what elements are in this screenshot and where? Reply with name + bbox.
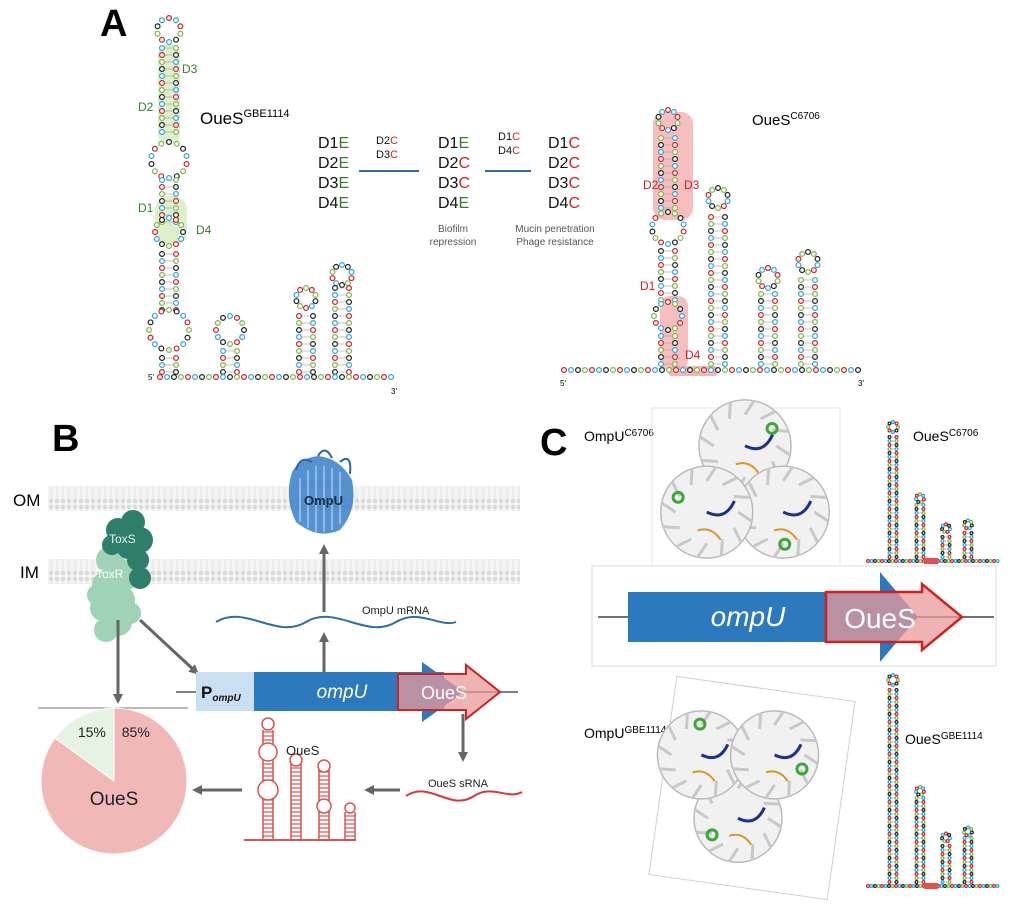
- ompu-gene-label: ompU: [317, 682, 368, 703]
- scheme-entry: D1E: [318, 135, 349, 152]
- phenotype-biofilm: Biofilm: [438, 224, 468, 235]
- right-five-prime: 5': [560, 379, 566, 388]
- panel-a-letter: A: [100, 3, 127, 45]
- oues-gene: [397, 662, 502, 722]
- pie-slice: [40, 707, 188, 855]
- pie-slice-label: 85%: [122, 724, 150, 740]
- left-three-prime: 3': [391, 387, 397, 396]
- gene-inset-ompu-label: ompU: [711, 601, 786, 632]
- right-three-prime: 3': [858, 379, 864, 388]
- om-label: OM: [13, 491, 40, 510]
- left-d2-label: D2: [138, 100, 154, 114]
- scheme-entry: D4E: [318, 195, 349, 212]
- phenotype-mucin: Mucin penetration: [515, 224, 595, 235]
- left-five-prime: 5': [148, 373, 154, 382]
- pie-center-label: OueS: [90, 789, 139, 810]
- oues-c6706-c-title: OueSC6706: [913, 428, 979, 444]
- right-d3-label: D3: [684, 178, 700, 192]
- right-d2-label: D2: [643, 178, 659, 192]
- ompu-gbe1114-title: OmpUGBE1114: [584, 725, 667, 741]
- oues-structure-cartoon: [244, 717, 356, 841]
- promoter-label: PompU: [201, 683, 241, 704]
- phenotype-phage: Phage resistance: [516, 237, 594, 248]
- ompu-c6706-trimer: [651, 399, 841, 569]
- ompu-mrna-label: OmpU mRNA: [362, 605, 430, 617]
- panel-b-letter: B: [52, 418, 79, 460]
- domain-swap-scheme: D1E D2E D3E D4E D2C D3C D1E D2C D3C D4E D1C D4C D1C D…: [318, 131, 580, 212]
- scheme-entry: D3C: [548, 175, 580, 192]
- phenotype-repression: repression: [430, 237, 477, 248]
- oues-c6706-secondary-structure: [560, 106, 861, 376]
- outer-membrane: [48, 486, 520, 511]
- panel-c-letter: C: [540, 422, 567, 464]
- oues-gbe1114-c-title: OueSGBE1114: [905, 731, 983, 747]
- scheme-entry: D3C: [438, 175, 470, 192]
- promoter-box: [196, 672, 254, 711]
- toxr-label: ToxR: [96, 567, 124, 581]
- scheme-entry: D4C: [548, 195, 580, 212]
- oues-structure-label: OueS: [286, 743, 320, 758]
- left-d1-label: D1: [138, 201, 154, 215]
- scheme-entry: D3E: [318, 175, 349, 192]
- gene-inset-oues-label: OueS: [844, 603, 916, 634]
- arrow-toxr-to-promoter: [138, 618, 199, 675]
- toxs-label: ToxS: [109, 532, 136, 546]
- oues-gbe1114-secondary-structure: [146, 15, 395, 381]
- ompu-c6706-title: OmpUC6706: [584, 428, 654, 444]
- oues-c6706-title: OueSC6706: [752, 111, 820, 129]
- ompu-gbe1114-trimer: [648, 675, 856, 901]
- oues-pie-chart: 15% 85% OueS: [40, 707, 188, 855]
- right-d4-label: D4: [685, 348, 701, 362]
- right-d1-label: D1: [640, 279, 656, 293]
- scheme-entry: D4C: [498, 145, 520, 157]
- ompu-mrna-strand: [215, 615, 457, 629]
- oues-c6706-small-structure: [865, 420, 1000, 564]
- scheme-entry: D2C: [548, 155, 580, 172]
- left-d3-label: D3: [182, 62, 198, 76]
- scheme-entry: D1C: [498, 131, 520, 143]
- scheme-entry: D2E: [318, 155, 349, 172]
- ompu-protein: OmpU: [288, 449, 354, 534]
- pie-slice-label: 15%: [78, 724, 106, 740]
- ompu-protein-label: OmpU: [304, 493, 343, 508]
- scheme-entry: D2C: [438, 155, 470, 172]
- scheme-entry: D2C: [376, 135, 398, 147]
- oues-gbe1114-small-structure: [865, 672, 1000, 889]
- oues-gene-label: OueS: [421, 683, 467, 703]
- oues-srna-label: OueS sRNA: [428, 778, 489, 790]
- scheme-entry: D1E: [438, 135, 469, 152]
- oues-srna-strand: [405, 790, 523, 802]
- scheme-entry: D1C: [548, 135, 580, 152]
- scheme-entry: D3C: [376, 149, 398, 161]
- im-label: IM: [20, 563, 39, 582]
- scheme-entry: D4E: [438, 195, 469, 212]
- pie-slice: [54, 707, 115, 782]
- oues-gbe1114-title: OueSGBE1114: [200, 108, 290, 128]
- gene-inset-oues: [824, 581, 964, 653]
- left-d4-label: D4: [196, 223, 212, 237]
